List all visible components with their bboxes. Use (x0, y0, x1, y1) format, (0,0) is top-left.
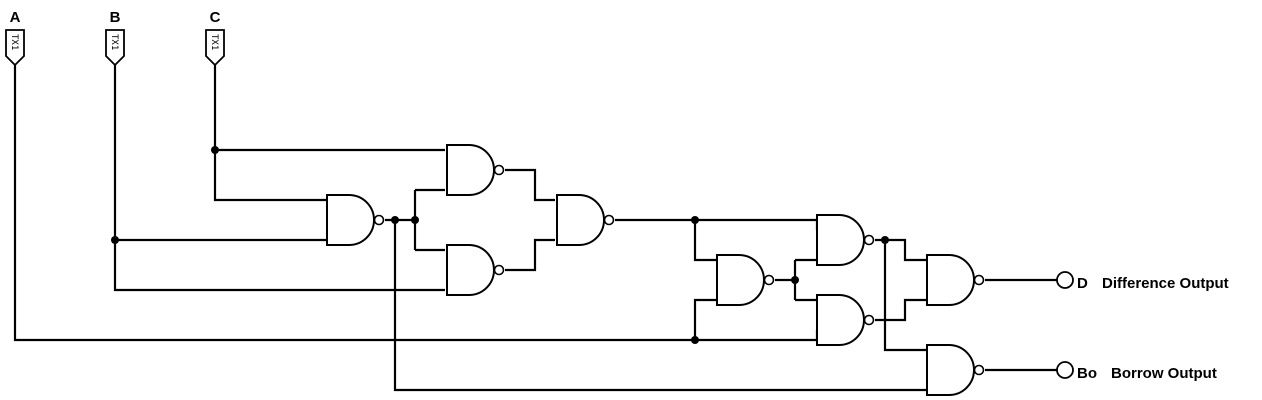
input-probe-a[interactable]: TX1 (5, 29, 25, 67)
wire-a-to-g5 (693, 298, 717, 340)
output-terminal-d[interactable] (1056, 271, 1074, 289)
wire-g4-out (615, 218, 819, 230)
junctions (111, 146, 889, 344)
output-signal-bo: Bo (1077, 365, 1097, 382)
junction-dot (391, 216, 399, 224)
output-terminal-bo[interactable] (1056, 361, 1074, 379)
junction-dot (691, 216, 699, 224)
nand-gate-g7[interactable] (816, 294, 875, 346)
input-probe-b[interactable]: TX1 (105, 29, 125, 67)
junction-dot (411, 216, 419, 224)
nand-gate-g6[interactable] (816, 214, 875, 266)
output-caption-difference: Difference Output (1102, 275, 1229, 292)
wire-g4-down (693, 220, 717, 262)
wire-b (113, 65, 445, 292)
probe-label-a: TX1 (9, 34, 19, 50)
wire-a (13, 65, 695, 342)
output-signal-d: D (1077, 275, 1088, 292)
nand-gate-g5[interactable] (716, 254, 775, 306)
junction-dot (791, 276, 799, 284)
probe-label-c: TX1 (209, 34, 219, 50)
input-label-a: A (10, 9, 21, 26)
junction-dot (111, 236, 119, 244)
wire-g2-out (505, 168, 555, 202)
junction-dot (881, 236, 889, 244)
junction-dot (211, 146, 219, 154)
nand-gate-g3[interactable] (446, 244, 505, 296)
wire-g1-to-g9 (393, 220, 927, 392)
input-probe-c[interactable]: TX1 (205, 29, 225, 67)
nand-gate-g4[interactable] (556, 194, 615, 246)
nand-gate-g2[interactable] (446, 144, 505, 196)
nand-gate-g9[interactable] (926, 344, 985, 396)
wire-g3-out (505, 238, 555, 272)
wire-a-to-g7 (695, 330, 819, 342)
junction-dot (691, 336, 699, 344)
wire-g7-out (875, 298, 927, 322)
input-label-b: B (110, 9, 121, 26)
nand-gate-g1[interactable] (326, 194, 385, 246)
wire-c (213, 65, 327, 202)
nand-gate-g8[interactable] (926, 254, 985, 306)
wire-g6-to-g9 (883, 240, 927, 352)
probe-label-b: TX1 (109, 34, 119, 50)
output-caption-borrow: Borrow Output (1111, 365, 1217, 382)
input-label-c: C (210, 9, 221, 26)
wire-g6-out (875, 238, 927, 262)
wires (13, 65, 1057, 392)
